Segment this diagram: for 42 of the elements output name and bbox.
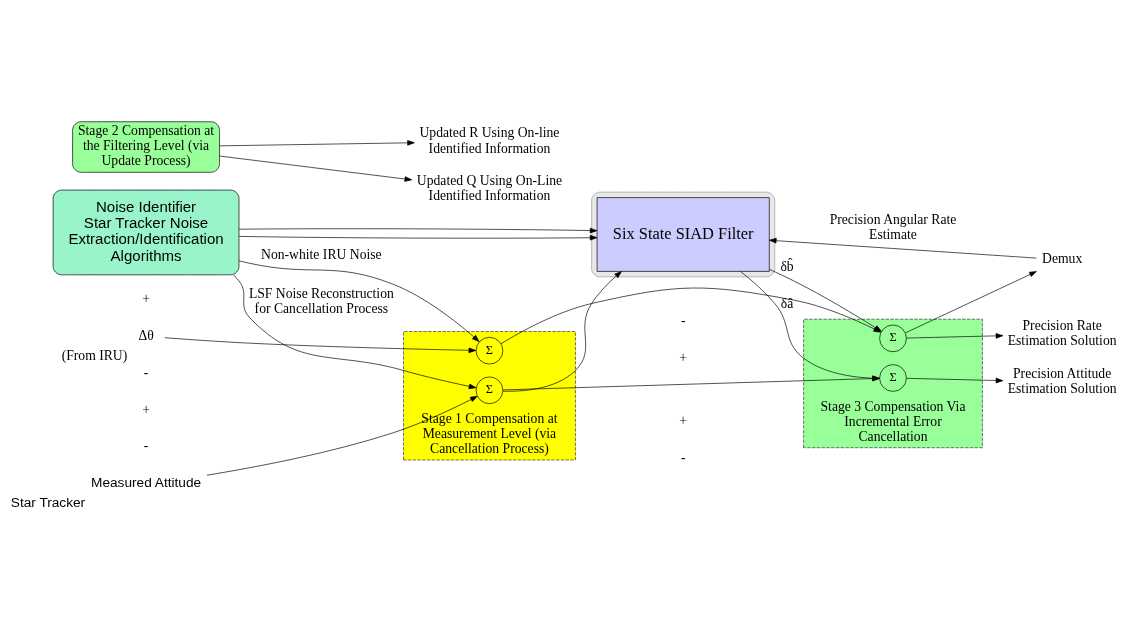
arrow [906, 333, 1004, 339]
edge-label: Precision Angular Rate Estimate [829, 211, 957, 242]
node-box: Stage 2 Compensation at the Filtering Level (via Update Process) [72, 121, 220, 173]
node-box: Noise Identifier Star Tracker Noise Extraction/Identification Algorithms [52, 189, 240, 276]
arrow [769, 237, 1037, 259]
node-label: Star Tracker [10, 495, 86, 511]
edge-label: δb̂ [780, 259, 794, 275]
arrow [238, 260, 480, 342]
arrow [164, 337, 477, 353]
arrow [219, 155, 413, 182]
label: + [142, 401, 150, 417]
label: + [679, 413, 688, 429]
node-text: Precision Rate Estimation Solution [1007, 318, 1117, 349]
label: - [680, 450, 686, 466]
arrow [238, 227, 598, 234]
arrow [233, 274, 477, 390]
arrow [219, 140, 415, 147]
node-label: (From IRU) [61, 347, 128, 363]
label: - [143, 438, 149, 454]
node-text: Updated R Using On-line Identified Information [419, 125, 560, 156]
node-text: Precision Attitude Estimation Solution [1007, 366, 1117, 397]
label: + [142, 290, 150, 306]
label: - [680, 313, 686, 329]
edge-label: δâ [780, 296, 794, 312]
arrow [238, 235, 598, 241]
node-text: Δθ [138, 327, 154, 343]
node-box: Six State SIAD Filter [596, 197, 770, 272]
label: - [143, 364, 149, 380]
arrow [905, 271, 1037, 334]
edge-label: LSF Noise Reconstruction for Cancellation Process [248, 286, 394, 317]
edge-label: Non-white IRU Noise [261, 247, 382, 263]
arrow [502, 271, 622, 392]
node-circle: Σ [879, 364, 907, 392]
node-text: Updated Q Using On-Line Identified Information [416, 173, 563, 204]
node-circle: Σ [475, 376, 504, 405]
node-circle: Σ [475, 336, 504, 365]
label: + [679, 350, 688, 366]
arrow [206, 396, 478, 476]
node-text: Measured Attitude [91, 475, 202, 491]
arrow [906, 377, 1004, 384]
node-circle: Σ [879, 324, 907, 353]
node-text: Demux [1042, 251, 1083, 267]
